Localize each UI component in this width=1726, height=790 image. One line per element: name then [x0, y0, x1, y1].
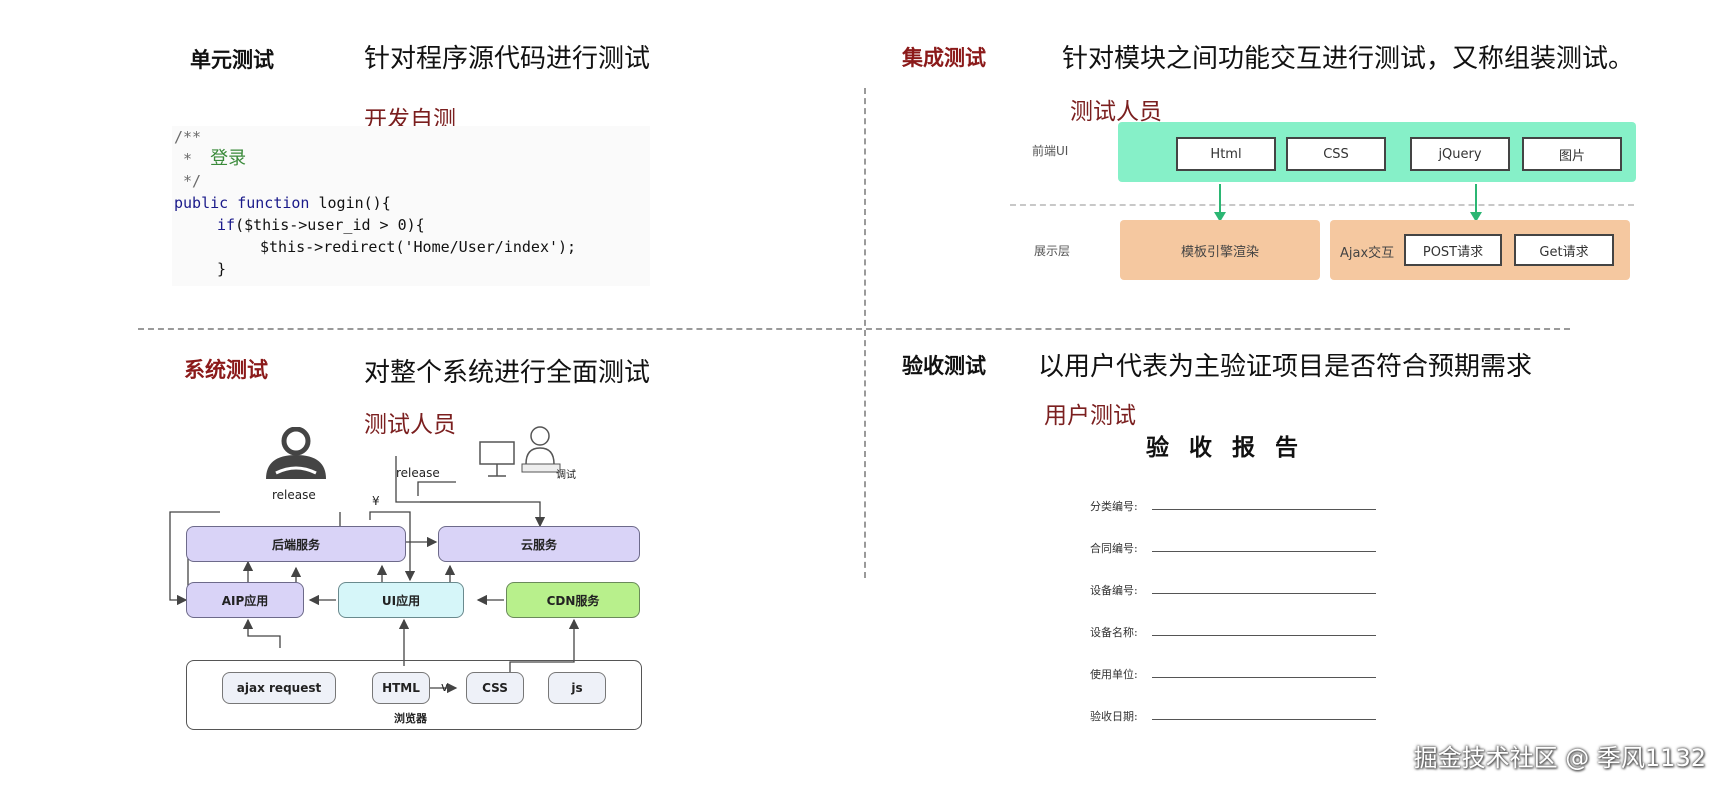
code-line-1: /** — [174, 128, 202, 146]
code-line-7: } — [217, 260, 227, 278]
form-line — [1152, 593, 1376, 594]
browser-item-html: HTML — [372, 672, 430, 704]
template-engine-box: 模板引擎渲染 — [1120, 220, 1320, 280]
person-icon — [266, 427, 326, 479]
browser-item-css: CSS — [466, 672, 524, 704]
get-request-box: Get请求 — [1514, 234, 1614, 266]
browser-item-js: js — [548, 672, 606, 704]
form-label: 合同编号: — [1090, 542, 1138, 555]
code-snippet: /** * 登录 */ public function login(){ if(… — [172, 126, 650, 286]
vertical-divider — [864, 88, 866, 578]
display-layer-label: 展示层 — [1034, 244, 1071, 258]
form-label: 验收日期: — [1090, 710, 1138, 723]
ui-app-box: UI应用 — [338, 582, 464, 618]
code-text: ($this->user_id > 0){ — [235, 216, 425, 234]
small-mark: ¥ — [372, 494, 380, 508]
cdn-service-box: CDN服务 — [506, 582, 640, 618]
release-left-label: release — [272, 488, 316, 502]
horizontal-divider — [138, 328, 1570, 330]
form-line — [1152, 509, 1376, 510]
form-line — [1152, 719, 1376, 720]
release-mid-label: release — [396, 466, 440, 480]
browser-item-ajax: ajax request — [222, 672, 336, 704]
unit-test-description: 针对程序源代码进行测试 — [364, 44, 651, 74]
browser-container — [186, 660, 642, 730]
layer-separator — [1010, 204, 1634, 206]
front-item-image: 图片 — [1522, 137, 1622, 171]
integration-test-performer: 测试人员 — [1070, 99, 1162, 125]
code-keyword: if — [217, 216, 236, 234]
report-title: 验收报告 — [1146, 434, 1318, 461]
code-line-5: if($this->user_id > 0){ — [217, 214, 425, 236]
form-label: 设备名称: — [1090, 626, 1138, 639]
computer-user-icon — [479, 426, 561, 477]
front-item-html: Html — [1176, 137, 1276, 171]
form-line — [1152, 677, 1376, 678]
browser-label: 浏览器 — [394, 712, 427, 725]
acceptance-test-title: 验收测试 — [902, 354, 986, 378]
integration-test-title: 集成测试 — [902, 46, 986, 70]
backend-service-box: 后端服务 — [186, 526, 406, 562]
code-line-2: * 登录 — [174, 148, 246, 170]
front-ui-layer-label: 前端UI — [1032, 144, 1069, 158]
watermark: 掘金技术社区 @ 季风1132 — [1413, 744, 1706, 772]
layer-arrows — [1214, 184, 1482, 222]
system-test-description: 对整个系统进行全面测试 — [364, 358, 651, 388]
system-connectors — [169, 456, 580, 694]
form-label: 使用单位: — [1090, 668, 1138, 681]
code-text: login(){ — [309, 194, 391, 212]
unit-test-title: 单元测试 — [190, 48, 274, 72]
code-line-3: */ — [174, 172, 202, 190]
integration-test-description: 针对模块之间功能交互进行测试，又称组装测试。 — [1062, 44, 1635, 74]
acceptance-test-description: 以用户代表为主验证项目是否符合预期需求 — [1038, 352, 1533, 382]
form-label: 设备编号: — [1090, 584, 1138, 597]
front-item-jquery: jQuery — [1410, 137, 1510, 171]
code-line-6: $this->redirect('Home/User/index'); — [260, 238, 577, 256]
code-keyword: public function — [174, 194, 310, 212]
post-request-box: POST请求 — [1404, 234, 1502, 266]
aip-app-box: AIP应用 — [186, 582, 304, 618]
form-label: 分类编号: — [1090, 500, 1138, 513]
form-line — [1152, 551, 1376, 552]
code-comment-prefix: * — [174, 150, 211, 168]
front-item-css: CSS — [1286, 137, 1386, 171]
code-line-4: public function login(){ — [174, 192, 391, 214]
cloud-service-box: 云服务 — [438, 526, 640, 562]
debug-label: 调试 — [556, 470, 576, 481]
system-test-title: 系统测试 — [184, 358, 268, 382]
ajax-label: Ajax交互 — [1340, 246, 1395, 261]
browser-v-mark: v — [441, 680, 449, 694]
system-test-performer: 测试人员 — [364, 412, 456, 438]
acceptance-test-performer: 用户测试 — [1044, 403, 1136, 429]
code-comment-text: 登录 — [210, 148, 247, 169]
form-line — [1152, 635, 1376, 636]
